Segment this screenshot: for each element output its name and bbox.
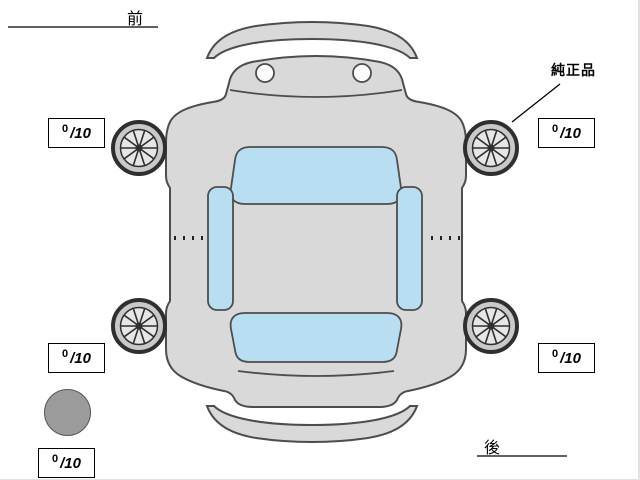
hood-circle-left	[255, 63, 275, 83]
tire-score-denominator: /10	[560, 124, 581, 142]
genuine-part-label: 純正品	[551, 62, 596, 78]
front-label: 前	[127, 11, 144, 28]
wheel-front-left	[111, 120, 167, 176]
tire-score-box-front-left: 0 /10	[48, 118, 105, 148]
tire-score-box-rear-left: 0 /10	[48, 343, 105, 373]
spare-tire-icon	[44, 389, 91, 436]
tire-score-denominator: /10	[60, 454, 81, 472]
trunk-line	[237, 370, 395, 377]
tire-score-denominator: /10	[70, 349, 91, 367]
rear-window	[229, 312, 403, 363]
wheel-front-right	[463, 120, 519, 176]
front-bumper	[205, 20, 419, 59]
tire-score-denominator: /10	[560, 349, 581, 367]
tire-score-value: 0	[552, 123, 559, 135]
genuine-part-leader-line	[511, 83, 561, 123]
wheel-rear-right	[463, 298, 519, 354]
tire-score-box-spare: 0 /10	[38, 448, 95, 478]
rear-label: 後	[484, 440, 501, 457]
cowl-line	[229, 89, 403, 98]
wheel-rear-left	[111, 298, 167, 354]
tire-score-box-rear-right: 0 /10	[538, 343, 595, 373]
tire-score-denominator: /10	[70, 124, 91, 142]
tire-score-value: 0	[52, 453, 59, 465]
hood-circle-right	[352, 63, 372, 83]
left-side-window	[207, 186, 234, 311]
rear-bumper	[205, 405, 419, 444]
right-side-window	[396, 186, 423, 311]
tire-score-value: 0	[552, 348, 559, 360]
windshield	[229, 146, 403, 205]
tire-score-value: 0	[62, 348, 69, 360]
tire-score-box-front-right: 0 /10	[538, 118, 595, 148]
tire-score-value: 0	[62, 123, 69, 135]
